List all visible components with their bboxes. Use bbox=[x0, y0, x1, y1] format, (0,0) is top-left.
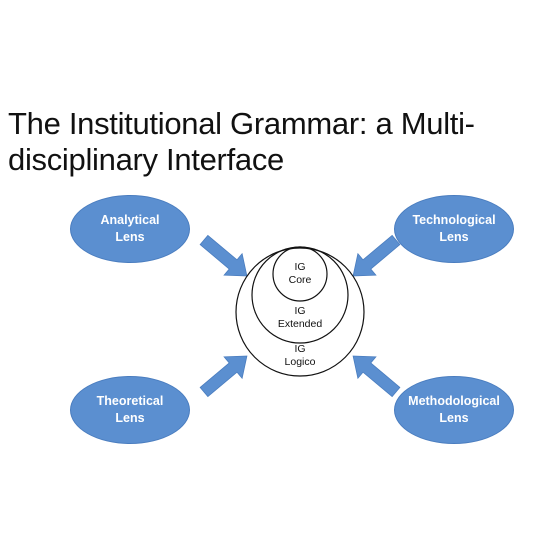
theoretical-lens: Theoretical Lens bbox=[70, 376, 190, 444]
arrow-analytical bbox=[199, 234, 248, 277]
title-line-2: disciplinary Interface bbox=[8, 142, 284, 177]
analytical-lens-line1: Analytical bbox=[100, 213, 160, 227]
technological-lens: Technological Lens bbox=[394, 195, 514, 263]
technological-lens-line2: Lens bbox=[439, 230, 469, 244]
arrow-technological bbox=[352, 234, 401, 277]
ig-extended-label: IG Extended bbox=[270, 305, 330, 331]
arrow-theoretical bbox=[199, 355, 248, 398]
slide-title: The Institutional Grammar: a Multi- disc… bbox=[8, 106, 548, 178]
theoretical-lens-line2: Lens bbox=[115, 411, 145, 425]
ig-logico-line2: Logico bbox=[284, 356, 316, 368]
analytical-lens-line2: Lens bbox=[115, 230, 145, 244]
circle-ig-core bbox=[272, 246, 328, 302]
methodological-lens-line2: Lens bbox=[439, 411, 469, 425]
technological-lens-line1: Technological bbox=[412, 213, 496, 227]
ig-extended-line2: Extended bbox=[277, 318, 323, 330]
title-line-1: The Institutional Grammar: a Multi- bbox=[8, 106, 475, 141]
methodological-lens-line1: Methodological bbox=[408, 394, 500, 408]
arrow-methodological bbox=[352, 355, 401, 398]
circle-ig-logico bbox=[235, 247, 365, 377]
ig-logico-label: IG Logico bbox=[270, 343, 330, 369]
ig-core-label: IG Core bbox=[270, 261, 330, 287]
theoretical-lens-line1: Theoretical bbox=[96, 394, 164, 408]
analytical-lens: Analytical Lens bbox=[70, 195, 190, 263]
ig-core-line2: Core bbox=[288, 274, 312, 286]
ig-core-line1: IG bbox=[294, 261, 306, 273]
ig-logico-line1: IG bbox=[294, 343, 306, 355]
methodological-lens: Methodological Lens bbox=[394, 376, 514, 444]
ig-extended-line1: IG bbox=[294, 305, 306, 317]
